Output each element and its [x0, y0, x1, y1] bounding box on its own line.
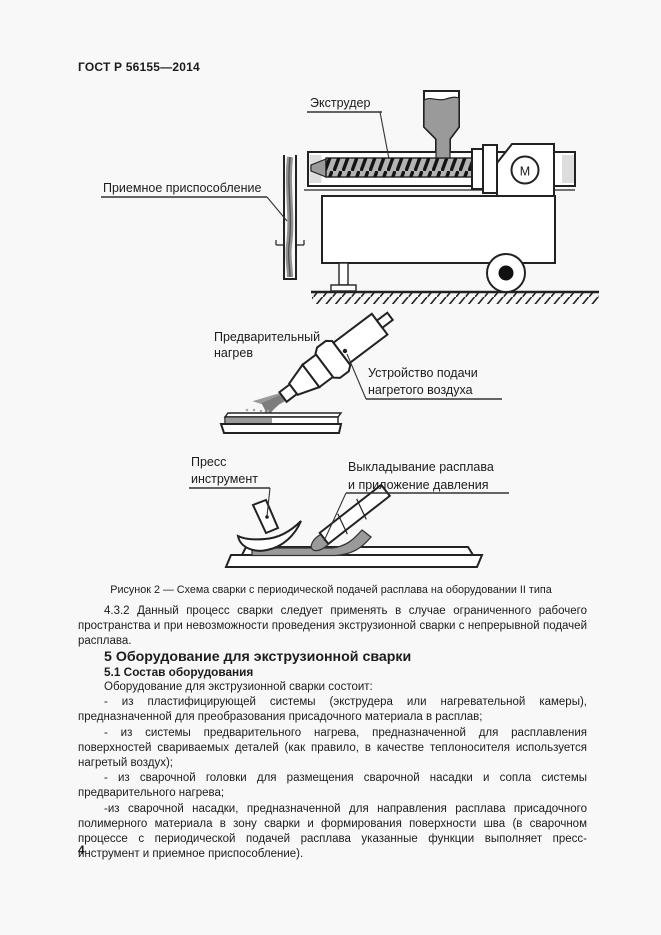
svg-text:Пресс: Пресс [191, 455, 226, 469]
body-text: 4.3.2 Данный процесс сварки следует прим… [78, 604, 587, 862]
label-extruder: Экструдер [307, 96, 390, 160]
wheel [486, 253, 526, 293]
welding-rod [310, 483, 392, 552]
page-number: 4 [78, 843, 85, 857]
casing-end-cap-right [562, 155, 574, 183]
receiving-device [275, 155, 305, 280]
hopper [423, 90, 460, 159]
extruder-machine-diagram: M Экструдер Приемное приспособление [101, 90, 599, 304]
label-melt-application: Выкладывание расплава и приложение давле… [323, 460, 509, 542]
svg-text:Предварительный: Предварительный [214, 330, 320, 344]
svg-text:Экструдер: Экструдер [310, 96, 370, 110]
hot-air-flame-core [261, 394, 285, 415]
svg-text:и приложение давления: и приложение давления [348, 478, 489, 492]
figure-caption: Рисунок 2 — Схема сварки с периодической… [110, 584, 552, 596]
paragraph-4-3-2: 4.3.2 Данный процесс сварки следует прим… [78, 605, 587, 648]
equipment-item: -из сварочной насадки, предназначенной д… [78, 802, 587, 861]
label-receiving-device: Приемное приспособление [101, 181, 288, 222]
equipment-intro: Оборудование для экструзионной сварки со… [104, 681, 373, 694]
figure-2-diagram: M Экструдер Приемное приспособление [101, 90, 599, 568]
ground-hatching [312, 293, 599, 304]
barrel-flange [482, 144, 498, 194]
equipment-item: - из сварочной головки для размещения св… [78, 772, 587, 800]
extruder-screw [325, 157, 473, 178]
section-5-heading: 5 Оборудование для экструзионной сварки [104, 648, 412, 665]
hot-air-gun [252, 311, 395, 423]
preheating-diagram: Предварительный нагрев Устройство подачи… [214, 311, 502, 434]
press-tool [236, 498, 302, 552]
heated-zone [226, 418, 272, 424]
motor-housing: M [496, 143, 555, 197]
svg-text:инструмент: инструмент [191, 472, 258, 486]
label-preheating: Предварительный нагрев [214, 330, 320, 360]
svg-text:Приемное приспособление: Приемное приспособление [103, 181, 261, 195]
equipment-item: - из пластифицирующей системы (экструдер… [78, 696, 587, 724]
motor-circle [510, 155, 540, 185]
leader-dot [342, 348, 348, 354]
support-leg [330, 262, 357, 292]
melt-bead [251, 529, 372, 557]
svg-text:Устройство подачи: Устройство подачи [368, 366, 478, 380]
barrel-flange [471, 148, 484, 190]
workpiece-plate-middle [219, 408, 343, 434]
svg-text:нагретого воздуха: нагретого воздуха [368, 383, 473, 397]
motor-letter: M [520, 165, 530, 179]
label-press-tool: Пресс инструмент [189, 455, 271, 519]
melt-application-diagram: Пресс инструмент Выкладывание расплава и… [189, 455, 509, 568]
svg-text:Выкладывание расплава: Выкладывание расплава [348, 460, 494, 474]
label-hot-air-device: Устройство подачи нагретого воздуха [346, 353, 502, 400]
section-5-1-heading: 5.1 Состав оборудования [104, 664, 254, 679]
document-header: ГОСТ Р 56155—2014 [78, 60, 200, 74]
equipment-item: - из системы предварительного нагрева, п… [78, 726, 587, 770]
svg-text:нагрев: нагрев [214, 346, 253, 360]
machine-body [321, 195, 556, 264]
